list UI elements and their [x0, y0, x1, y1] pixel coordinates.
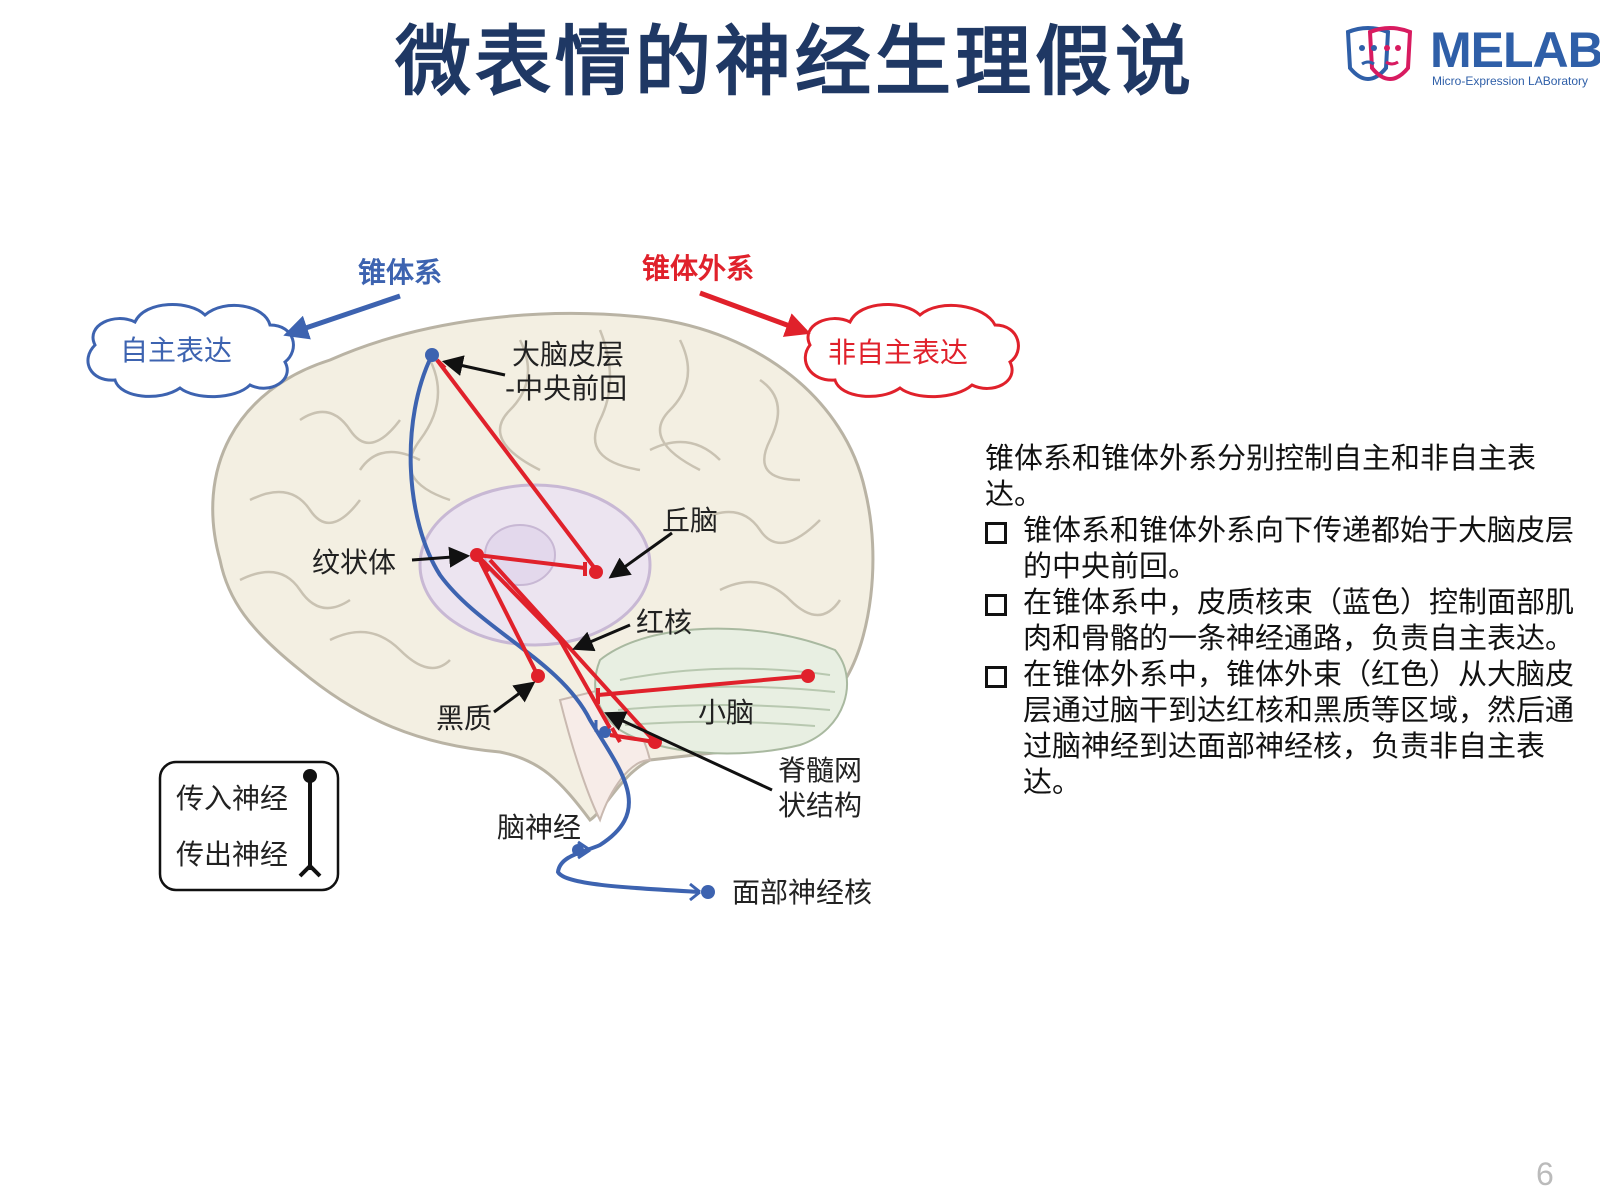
checkbox-square-icon	[985, 522, 1007, 544]
cortex-label-line1: 大脑皮层	[512, 338, 624, 371]
thalamus-label: 丘脑	[662, 504, 718, 537]
bullet-text: 在锥体系中，皮质核束（蓝色）控制面部肌肉和骨骼的一条神经通路，负责自主表达。	[1023, 585, 1575, 655]
description-bullet: 锥体系和锥体外系向下传递都始于大脑皮层的中央前回。	[985, 512, 1585, 584]
logo-name: MELAB	[1430, 22, 1600, 78]
cortex-label-line2: -中央前回	[505, 372, 627, 405]
cortex-pointer	[441, 355, 506, 377]
reticular-pointer	[604, 711, 773, 792]
legend	[158, 760, 340, 892]
involuntary-label: 非自主表达	[828, 336, 968, 369]
voluntary-label: 自主表达	[120, 334, 232, 367]
pyramidal-label: 锥体系	[358, 256, 442, 289]
checkbox-square-icon	[985, 666, 1007, 688]
page-title: 微表情的神经生理假说	[395, 17, 1195, 106]
striatum-pointer	[411, 546, 471, 568]
cranial-nerve-label: 脑神经	[497, 811, 581, 844]
extrapyramidal-label: 锥体外系	[642, 252, 754, 285]
red-nucleus-pointer	[572, 623, 631, 652]
substantia-nigra-pointer	[493, 681, 536, 714]
page-number: 6	[1536, 1156, 1554, 1192]
legend-efferent: 传出神经	[176, 838, 288, 871]
substantia-nigra-label: 黑质	[436, 702, 492, 735]
reticular-label-line2: 状结构	[778, 789, 862, 822]
cerebellum-label: 小脑	[698, 696, 754, 729]
mask-icon	[1345, 26, 1413, 81]
description: 锥体系和锥体外系分别控制自主和非自主表达。 锥体系和锥体外系向下传递都始于大脑皮…	[985, 440, 1585, 800]
facial-nucleus-label: 面部神经核	[732, 876, 872, 909]
voluntary-cloud	[86, 303, 295, 399]
bullet-text: 在锥体外系中，锥体外束（红色）从大脑皮层通过脑干到达红核和黑质等区域，然后通过脑…	[1023, 657, 1575, 799]
legend-afferent: 传入神经	[176, 782, 288, 815]
checkbox-square-icon	[985, 594, 1007, 616]
description-bullet: 在锥体外系中，锥体外束（红色）从大脑皮层通过脑干到达红核和黑质等区域，然后通过脑…	[985, 656, 1585, 800]
description-bullet: 在锥体系中，皮质核束（蓝色）控制面部肌肉和骨骼的一条神经通路，负责自主表达。	[985, 584, 1585, 656]
extrapyramidal-arrow	[699, 290, 811, 337]
afferent-symbol	[303, 769, 317, 783]
melab-logo	[1345, 26, 1413, 81]
striatum-label: 纹状体	[312, 546, 396, 579]
red-nucleus-label: 红核	[636, 606, 692, 639]
pyramidal-pathway	[408, 348, 715, 902]
description-intro: 锥体系和锥体外系分别控制自主和非自主表达。	[985, 441, 1537, 511]
logo-subtitle: Micro-Expression LABoratory	[1432, 74, 1589, 88]
reticular-label-line1: 脊髓网	[778, 754, 862, 787]
extrapyramidal-nodes	[470, 548, 815, 749]
pyramidal-arrow	[283, 293, 401, 340]
involuntary-cloud	[803, 303, 1020, 399]
thalamus-pointer	[608, 531, 673, 579]
efferent-symbol	[298, 863, 322, 878]
bullet-text: 锥体系和锥体外系向下传递都始于大脑皮层的中央前回。	[1023, 513, 1575, 583]
